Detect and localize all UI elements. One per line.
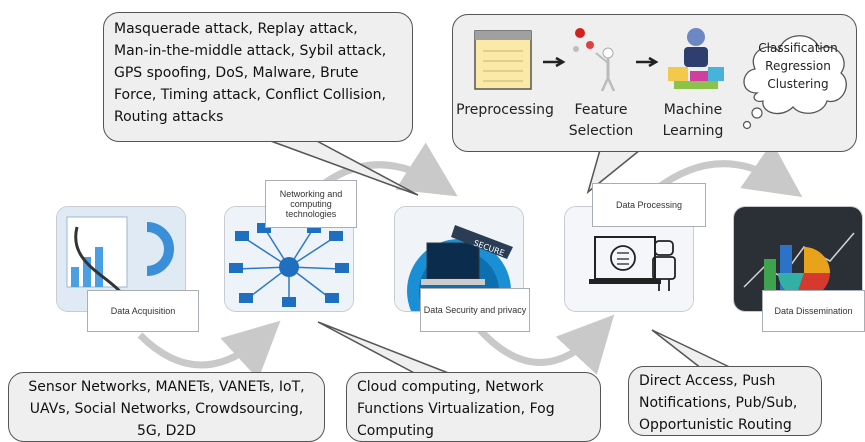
dissemination-methods-callout: Direct Access, Push Notifications, Pub/S… bbox=[628, 366, 822, 436]
thought-cloud-icon bbox=[742, 35, 847, 130]
step-preprocessing-label: Preprocessing bbox=[456, 102, 554, 118]
dissemination-line-1: Direct Access, Push bbox=[639, 373, 776, 389]
networking-technologies-callout: Cloud computing, Network Functions Virtu… bbox=[346, 372, 601, 442]
arrow-acq-to-net bbox=[137, 320, 281, 380]
stage-label-data-acquisition: Data Acquisition bbox=[87, 290, 199, 332]
dissemination-line-2: Notifications, Pub/Sub, bbox=[639, 395, 798, 411]
arrow-proc-to-diss bbox=[652, 142, 803, 197]
machine-learning-robot-icon bbox=[668, 28, 724, 89]
acquisition-sources-callout: Sensor Networks, MANETs, VANETs, IoT, UA… bbox=[8, 372, 325, 442]
cloud-line-2: Regression bbox=[765, 59, 831, 73]
acquisition-line-2: UAVs, Social Networks, Crowdsourcing, bbox=[29, 401, 304, 417]
attacks-line-3: GPS spoofing, DoS, Malware, Brute bbox=[114, 65, 359, 81]
networking-line-3: Computing bbox=[357, 423, 434, 439]
step-ml-label-2: Learning bbox=[662, 123, 724, 139]
arrow-right-icon bbox=[543, 56, 566, 68]
cloud-line-3: Clustering bbox=[767, 77, 829, 91]
stage-label-data-processing: Data Processing bbox=[592, 183, 706, 227]
attacks-callout: Masquerade attack, Replay attack, Man-in… bbox=[103, 12, 413, 142]
arrow-right-icon-2 bbox=[636, 56, 659, 68]
stage-label-security: Data Security and privacy bbox=[420, 288, 530, 332]
attacks-line-1: Masquerade attack, Replay attack, bbox=[114, 21, 358, 37]
step-ml-label-1: Machine bbox=[663, 102, 723, 118]
cloud-line-1: Classification bbox=[758, 41, 838, 55]
attacks-line-4: Force, Timing attack, Conflict Collision… bbox=[114, 87, 387, 103]
stage-label-networking: Networking and computing technologies bbox=[265, 180, 357, 228]
attacks-line-2: Man-in-the-middle attack, Sybil attack, bbox=[114, 43, 387, 59]
step-feature-label-1: Feature bbox=[574, 102, 628, 118]
networking-line-1: Cloud computing, Network bbox=[357, 379, 544, 395]
step-feature-label-2: Selection bbox=[568, 123, 634, 139]
acquisition-line-3: 5G, D2D bbox=[136, 423, 197, 439]
processing-panel: Classification Regression Clustering Pre… bbox=[452, 14, 857, 152]
arrow-sec-to-proc bbox=[477, 314, 615, 375]
networking-line-2: Functions Virtualization, Fog bbox=[357, 401, 555, 417]
attacks-line-5: Routing attacks bbox=[114, 109, 224, 125]
stage-label-data-dissemination: Data Dissemination bbox=[762, 290, 865, 332]
dissemination-line-3: Opportunistic Routing bbox=[639, 417, 792, 433]
feature-selection-figure-icon bbox=[573, 28, 616, 92]
acquisition-line-1: Sensor Networks, MANETs, VANETs, IoT, bbox=[28, 379, 305, 395]
notepad-icon bbox=[474, 30, 532, 90]
